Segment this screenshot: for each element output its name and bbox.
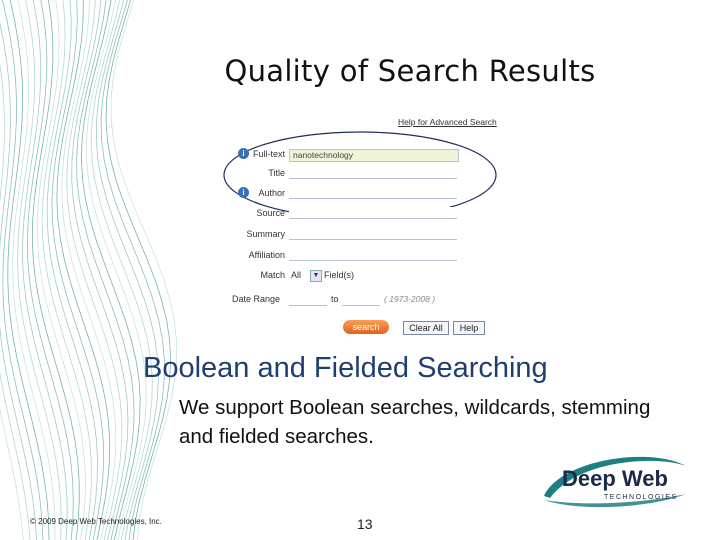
page-number: 13 — [357, 516, 373, 532]
wave-stripe — [86, 0, 147, 540]
fulltext-label: Full-text — [252, 149, 285, 159]
source-input[interactable] — [289, 207, 457, 219]
wave-stripe — [22, 0, 68, 540]
clear-all-button[interactable]: Clear All — [403, 321, 449, 335]
copyright-footer: © 2009 Deep Web Technologies, Inc. — [30, 517, 162, 526]
match-suffix: Field(s) — [324, 270, 355, 280]
decorative-wave-graphic — [0, 0, 177, 540]
wave-stripe — [12, 0, 56, 540]
wave-stripe — [90, 0, 153, 540]
logo-name: Deep Web — [562, 466, 668, 491]
help-button[interactable]: Help — [453, 321, 485, 335]
advanced-search-help-link[interactable]: Help for Advanced Search — [398, 117, 497, 127]
author-input[interactable] — [289, 187, 457, 199]
wave-stripe — [56, 0, 111, 540]
wave-stripe — [95, 0, 159, 540]
wave-stripe — [46, 0, 99, 540]
wave-stripe — [41, 0, 92, 540]
chevron-down-icon[interactable]: ▼ — [310, 270, 322, 282]
source-label: Source — [256, 208, 285, 218]
info-icon[interactable]: i — [238, 148, 249, 159]
wave-stripe — [2, 0, 44, 540]
wave-stripe — [71, 0, 129, 540]
author-label: Author — [258, 188, 285, 198]
affiliation-input[interactable] — [289, 249, 457, 261]
info-icon[interactable]: i — [238, 187, 249, 198]
wave-stripe — [7, 0, 50, 540]
wave-stripe — [51, 0, 105, 540]
match-label: Match — [260, 270, 285, 280]
wave-stripe — [80, 0, 141, 540]
title-label: Title — [268, 168, 285, 178]
wave-stripe — [61, 0, 117, 540]
fulltext-input[interactable]: nanotechnology — [289, 149, 459, 162]
section-heading: Boolean and Fielded Searching — [143, 352, 548, 384]
search-button[interactable]: search — [343, 320, 389, 334]
date-range-hint: ( 1973-2008 ) — [384, 294, 436, 304]
logo-tagline: TECHNOLOGIES — [604, 494, 678, 501]
deep-web-technologies-logo: Deep Web TECHNOLOGIES — [544, 456, 686, 508]
date-from-input[interactable] — [289, 294, 327, 306]
wave-stripe — [0, 21, 37, 540]
slide-title: Quality of Search Results — [224, 54, 596, 88]
wave-stripe — [76, 0, 135, 540]
wave-stripe — [26, 0, 74, 540]
date-to-input[interactable] — [342, 294, 380, 306]
summary-input[interactable] — [289, 228, 457, 240]
date-to-separator: to — [331, 294, 339, 304]
summary-label: Summary — [246, 229, 285, 239]
wave-stripe — [17, 0, 62, 540]
affiliation-label: Affiliation — [248, 250, 285, 260]
wave-stripe — [100, 0, 165, 540]
title-input[interactable] — [289, 167, 457, 179]
match-select-value[interactable]: All — [291, 270, 302, 280]
wave-stripe — [66, 0, 123, 540]
wave-stripe — [31, 0, 80, 540]
wave-stripe — [110, 0, 177, 540]
wave-stripe — [0, 62, 31, 540]
wave-stripe — [36, 0, 86, 540]
wave-stripe — [0, 407, 24, 540]
wave-stripe — [105, 0, 172, 540]
date-range-label: Date Range — [231, 294, 280, 304]
body-text: We support Boolean searches, wildcards, … — [179, 396, 651, 448]
